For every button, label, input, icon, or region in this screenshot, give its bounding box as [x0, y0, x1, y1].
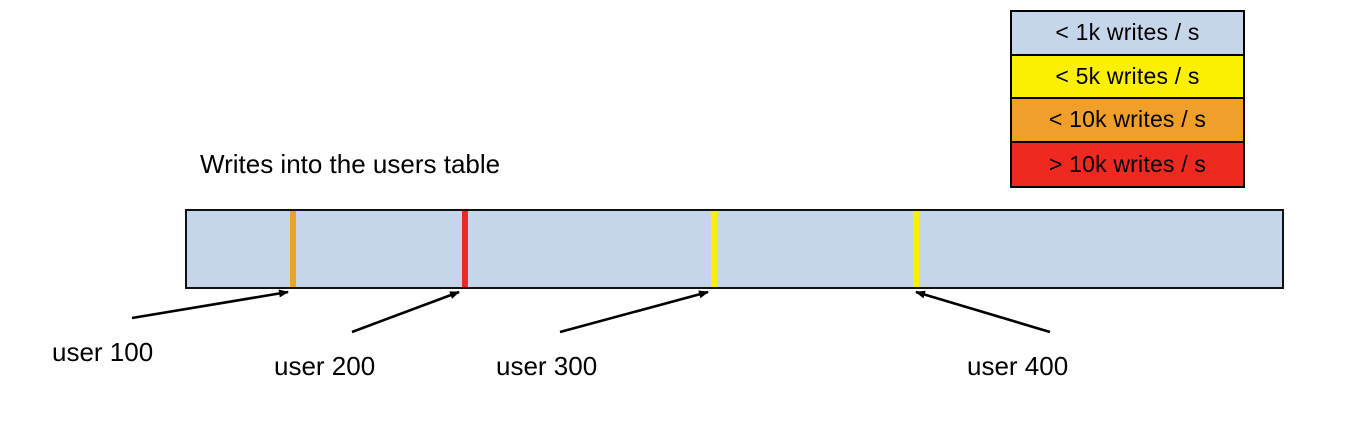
- legend-label: < 1k writes / s: [1055, 19, 1200, 46]
- legend-row-lt-1k: < 1k writes / s: [1012, 12, 1243, 56]
- label-user-100: user 100: [52, 337, 154, 367]
- label-user-400: user 400: [967, 351, 1069, 381]
- arrow-user-400: [915, 290, 1051, 334]
- stripe-user-200: [462, 211, 468, 287]
- label-user-300: user 300: [496, 351, 598, 381]
- legend-row-gt-10k: > 10k writes / s: [1012, 142, 1243, 186]
- legend-row-lt-10k: < 10k writes / s: [1012, 99, 1243, 143]
- write-rate-legend: < 1k writes / s < 5k writes / s < 10k wr…: [1010, 10, 1245, 188]
- legend-row-lt-5k: < 5k writes / s: [1012, 55, 1243, 99]
- stripe-user-100: [290, 211, 296, 287]
- arrow-user-100: [131, 289, 289, 320]
- legend-label: < 5k writes / s: [1055, 62, 1200, 89]
- label-user-200: user 200: [274, 351, 376, 381]
- users-table-bar: [185, 209, 1284, 289]
- legend-label: < 10k writes / s: [1048, 106, 1207, 133]
- arrow-user-200: [351, 290, 460, 334]
- stripe-user-300: [711, 211, 717, 287]
- stripe-user-400: [913, 211, 919, 287]
- legend-label: > 10k writes / s: [1048, 150, 1207, 177]
- chart-title: Writes into the users table: [200, 149, 501, 179]
- arrow-user-300: [559, 290, 709, 334]
